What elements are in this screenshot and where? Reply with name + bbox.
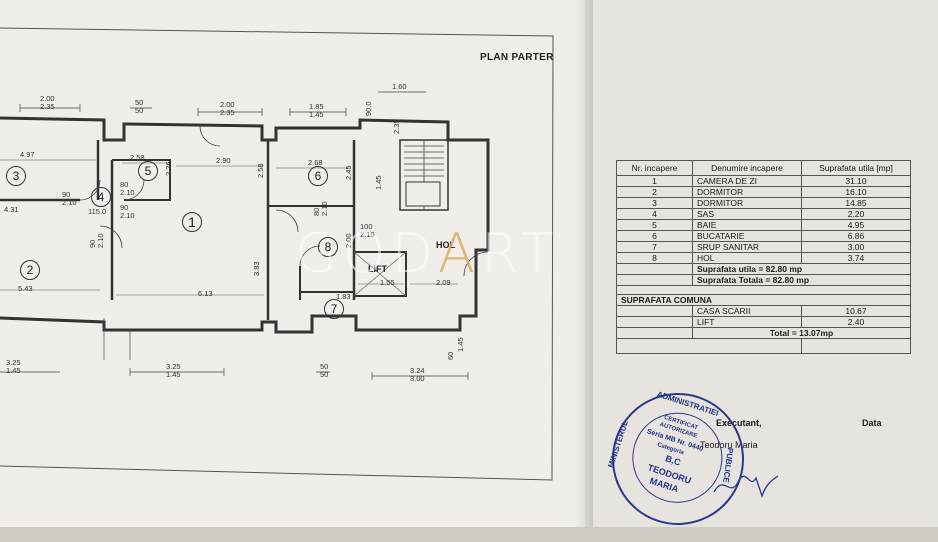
dimension-label: 2.10: [360, 230, 375, 239]
dimension-label: 2.45: [344, 165, 353, 180]
header-area: Suprafata utila [mp]: [801, 160, 911, 176]
plan-sheet: [0, 0, 585, 527]
dimension-label: 2.10: [62, 198, 77, 207]
room-areas-table: Nr. incapere Denumire incapere Suprafata…: [616, 160, 911, 354]
common-total: Total = 13.07mp: [692, 327, 911, 339]
dimension-label: 2.68: [308, 158, 323, 167]
brand-watermark: GODART: [295, 222, 560, 285]
dimension-label: 2.10: [120, 211, 135, 220]
spacer-row: [616, 285, 911, 295]
dimension-label: 1.85: [309, 102, 324, 111]
dimension-label: 4.97: [20, 150, 35, 159]
sheet-fold-shadow: [575, 0, 593, 527]
dimension-label: 1.45: [374, 175, 383, 190]
dimension-label: 90.0: [364, 101, 373, 116]
dimension-label: 2.09: [436, 278, 451, 287]
dimension-label: 5.43: [18, 284, 33, 293]
dimension-label: 1.45: [166, 370, 181, 379]
dimension-label: 90: [62, 190, 71, 199]
room-number-8: 8: [318, 237, 338, 257]
dimension-label: 50: [135, 106, 144, 115]
dimension-label: 3.00: [410, 374, 425, 383]
dimension-label: 50: [135, 98, 144, 107]
table-header-row: Nr. incapere Denumire incapere Suprafata…: [616, 160, 911, 176]
dimension-label: 3.25: [166, 362, 181, 371]
dimension-label: 2.35: [220, 108, 235, 117]
dimension-label: 2.58: [256, 163, 265, 178]
hol-label: HOL: [436, 240, 455, 250]
dimension-label: 50: [320, 362, 329, 371]
signature-row: [616, 338, 911, 354]
plan-title: PLAN PARTER: [480, 52, 554, 63]
dimension-label: 115.0: [88, 207, 107, 216]
total-area: Suprafata Totala = 82.80 mp: [692, 274, 911, 286]
dimension-label: 3.83: [252, 261, 261, 276]
dimension-label: 2.35: [40, 102, 55, 111]
room-number-5: 5: [138, 161, 158, 181]
date-label: Data: [862, 418, 882, 428]
dimension-label: 90: [120, 203, 129, 212]
lift-label: LIFT: [368, 264, 387, 274]
dimension-label: 1.83: [336, 292, 351, 301]
dimension-label: 1.60: [392, 82, 407, 91]
room-number-4: 4: [91, 187, 111, 207]
dimension-label: 2.10: [320, 201, 329, 216]
dimension-label: 2.00: [220, 100, 235, 109]
dimension-label: 2.58: [130, 153, 145, 162]
dimension-label: 6.13: [198, 289, 213, 298]
dimension-label: 1.45: [309, 110, 324, 119]
executant-label: Executant,: [716, 418, 762, 428]
header-nr: Nr. incapere: [616, 160, 693, 176]
floor-plan-drawing: [0, 27, 554, 481]
dimension-label: 2.10: [96, 233, 105, 248]
dimension-label: 3.25: [6, 358, 21, 367]
dimension-label: 2.10: [120, 188, 135, 197]
room-number-3: 3: [6, 166, 26, 186]
dimension-label: 2.90: [216, 156, 231, 165]
dimension-label: 100: [360, 222, 373, 231]
common-total-row: Total = 13.07mp: [616, 327, 911, 339]
dimension-label: 80: [120, 180, 129, 189]
dimension-label: 2.26: [164, 161, 173, 176]
room-number-1: 1: [182, 212, 202, 232]
dimension-label: 2.00: [40, 94, 55, 103]
common-area-title-row: SUPRAFATA COMUNA: [616, 294, 911, 306]
header-name: Denumire incapere: [692, 160, 802, 176]
dimension-label: 50: [320, 370, 329, 379]
common-area-title: SUPRAFATA COMUNA: [616, 294, 911, 306]
useful-area-row: Suprafata utila = 82.80 mp: [616, 263, 911, 275]
dimension-label: 2.35: [392, 119, 401, 134]
dimension-label: 1.45: [6, 366, 21, 375]
room-number-6: 6: [308, 166, 328, 186]
dimension-label: 1.55: [380, 278, 395, 287]
room-number-7: 7: [324, 299, 344, 319]
executant-name: Teodoru Maria: [700, 440, 758, 450]
dimension-label: 60: [446, 351, 455, 360]
dimension-label: 1.45: [456, 337, 465, 352]
useful-area: Suprafata utila = 82.80 mp: [692, 263, 911, 275]
total-area-row: Suprafata Totala = 82.80 mp: [616, 274, 911, 286]
dimension-label: 4.31: [4, 205, 19, 214]
dimension-label: 3.24: [410, 366, 425, 375]
room-number-2: 2: [20, 260, 40, 280]
signature-scribble: [713, 475, 779, 499]
